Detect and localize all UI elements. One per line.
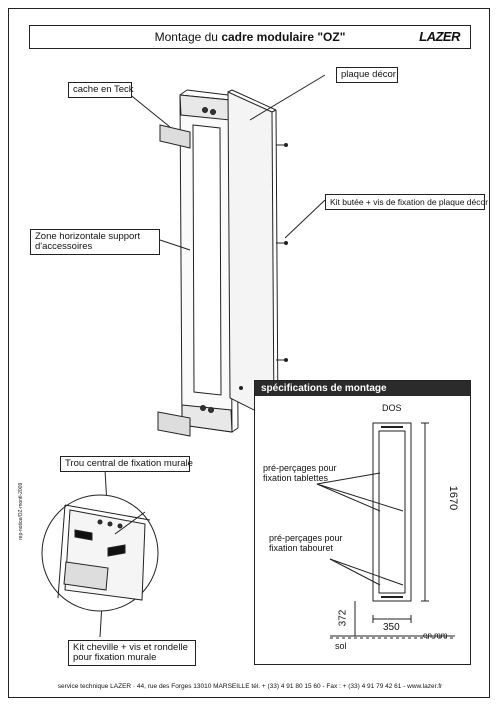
title-bold: cadre modulaire "OZ" — [221, 30, 346, 44]
spec-prepercage-tablettes: pré-perçages pour fixation tablettes — [263, 463, 337, 483]
callout-kit-cheville-text: Kit cheville + vis et rondelle pour fixa… — [73, 642, 188, 663]
spec-frame-inner — [378, 430, 406, 594]
spec-dim-base: 372 — [337, 609, 349, 627]
footer-contact: service technique LAZER · 44, rue des Fo… — [57, 683, 443, 690]
callout-teck-cache: cache en Teck — [68, 82, 134, 98]
teck-cache-top — [159, 124, 191, 149]
callout-kit-cheville: Kit cheville + vis et rondelle pour fixa… — [68, 640, 196, 666]
callout-kit-butee: Kit butée + vis de fixation de plaque dé… — [325, 194, 488, 210]
spec-dim-height: 1670 — [447, 485, 460, 511]
spec-unit: en mm — [423, 631, 448, 640]
title-prefix: Montage du — [154, 30, 222, 44]
spec-panel: spécifications de montage DOS pré-perçag… — [254, 380, 471, 665]
frame-inner — [192, 124, 222, 396]
spec-frame-outer — [372, 422, 412, 602]
spec-dos-label: DOS — [382, 403, 402, 413]
spec-dim-width: 350 — [383, 622, 400, 633]
spec-drawing — [316, 422, 455, 639]
spec-prepercage-tabouret: pré-perçages pour fixation tabouret — [269, 533, 343, 553]
decor-plate — [227, 91, 275, 421]
side-reference: rep-notice/OZ-montl-2009 — [18, 482, 24, 540]
teck-cache-bottom — [157, 411, 191, 437]
callout-zone: Zone horizontale support d'accessoires — [30, 229, 160, 255]
title-box: Montage du cadre modulaire "OZ" LAZER — [29, 25, 471, 49]
spec-title: spécifications de montage — [255, 381, 470, 396]
sheet-border — [8, 8, 490, 698]
callout-zone-text: Zone horizontale support d'accessoires — [35, 231, 141, 252]
callout-decor-plate: plaque décor — [336, 67, 398, 83]
page-title: Montage du cadre modulaire "OZ" — [30, 30, 470, 44]
callout-trou: Trou central de fixation murale — [60, 456, 193, 472]
brand-logo: LAZER — [419, 29, 460, 44]
spec-floor: sol — [335, 641, 347, 651]
